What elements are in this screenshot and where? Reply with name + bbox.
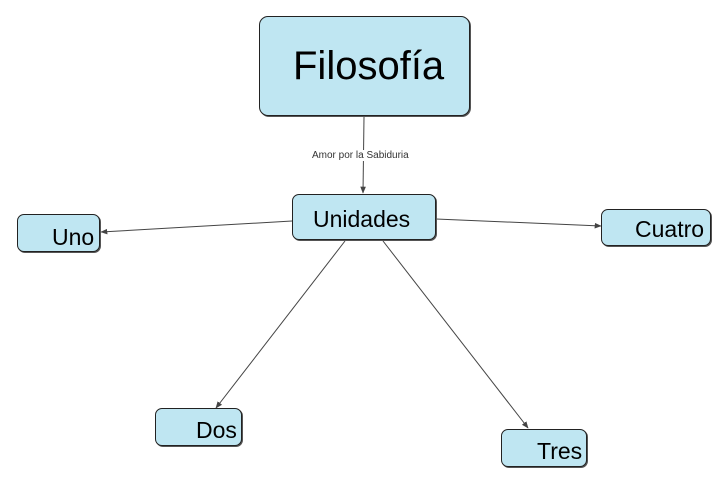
edge-hub-to-dos [215, 240, 346, 409]
node-cuatro[interactable]: Cuatro [601, 209, 711, 246]
node-unidades-label: Unidades [313, 206, 411, 232]
node-dos-label: Dos [196, 417, 237, 443]
node-tres-label: Tres [537, 438, 583, 464]
node-filosofia[interactable]: Filosofía [259, 16, 470, 116]
node-dos[interactable]: Dos [155, 408, 242, 446]
node-tres[interactable]: Tres [501, 429, 587, 467]
edge-hub-to-uno [100, 220, 293, 235]
node-uno[interactable]: Uno [17, 214, 100, 252]
node-filosofia-label: Filosofía [293, 44, 445, 88]
edge-hub-to-cuatro [435, 218, 602, 229]
node-cuatro-label: Cuatro [635, 216, 705, 242]
edge-label-amor-por-la-sabiduria: Amor por la Sabiduria [311, 150, 410, 161]
node-uno-label: Uno [52, 224, 95, 250]
edge-hub-to-tres [382, 240, 529, 429]
node-unidades[interactable]: Unidades [292, 194, 436, 240]
